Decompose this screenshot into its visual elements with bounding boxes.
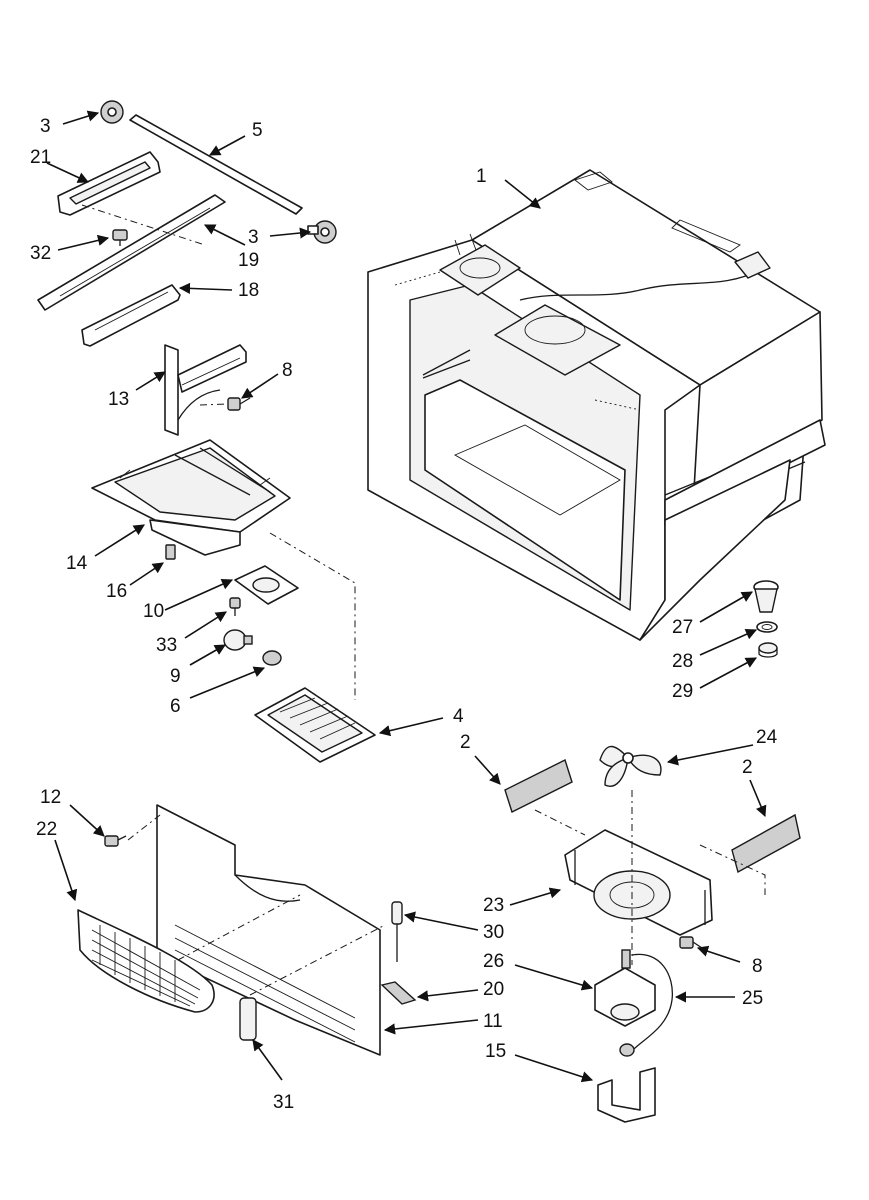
part-5-rod bbox=[129, 114, 303, 215]
callout-16: 16 bbox=[106, 581, 127, 602]
part-15-bracket bbox=[597, 1043, 656, 1123]
part-24-fan-blade bbox=[599, 745, 662, 787]
callout-27: 27 bbox=[672, 617, 693, 638]
callout-2-right: 2 bbox=[742, 757, 753, 778]
callout-12: 12 bbox=[40, 787, 61, 808]
part-29-cap bbox=[758, 642, 778, 658]
callout-28: 28 bbox=[672, 651, 693, 672]
assembly-line-panel-to-grille bbox=[177, 894, 301, 961]
callout-15: 15 bbox=[485, 1041, 506, 1062]
callout-6: 6 bbox=[170, 696, 181, 717]
assembly-line-pad-left bbox=[534, 809, 586, 836]
callout-numbers: 1 3 5 21 3 32 19 18 8 13 14 16 10 33 9 6… bbox=[30, 116, 778, 1113]
part-4-light-cover bbox=[254, 687, 376, 763]
callout-4: 4 bbox=[453, 706, 464, 727]
assembly-line-bracket-to-rail bbox=[81, 204, 206, 246]
part-20-foam-strip bbox=[380, 981, 417, 1005]
callout-8-lower: 8 bbox=[752, 956, 763, 977]
part-13-bracket bbox=[164, 344, 247, 436]
part-22-grille bbox=[77, 909, 215, 1013]
callout-8-upper: 8 bbox=[282, 360, 293, 381]
leader-arrows bbox=[46, 110, 767, 1083]
callout-13: 13 bbox=[108, 389, 129, 410]
callout-24: 24 bbox=[756, 727, 778, 748]
callout-18: 18 bbox=[238, 280, 259, 301]
callout-11: 11 bbox=[483, 1011, 503, 1032]
part-21-bracket bbox=[57, 151, 161, 216]
callout-14: 14 bbox=[66, 553, 88, 574]
part-23-fan-housing bbox=[564, 829, 713, 936]
part-12-screw bbox=[104, 835, 127, 847]
callout-22: 22 bbox=[36, 819, 57, 840]
callout-20: 20 bbox=[483, 979, 504, 1000]
callout-3-right: 3 bbox=[248, 227, 259, 248]
assembly-line-rail-to-screw bbox=[199, 403, 229, 406]
callout-23: 23 bbox=[483, 895, 504, 916]
callout-26: 26 bbox=[483, 951, 504, 972]
callout-33: 33 bbox=[156, 635, 177, 656]
part-33-screw bbox=[229, 597, 241, 616]
part-26-fan-motor bbox=[594, 949, 656, 1027]
part-19-slide-rail bbox=[37, 194, 226, 311]
callout-31: 31 bbox=[273, 1092, 294, 1113]
callout-5: 5 bbox=[252, 120, 263, 141]
callout-10: 10 bbox=[143, 601, 164, 622]
part-9-bulb bbox=[223, 629, 253, 651]
part-31-thermistor bbox=[239, 997, 257, 1041]
part-28-ring bbox=[756, 621, 778, 633]
callout-25: 25 bbox=[742, 988, 763, 1009]
callout-9: 9 bbox=[170, 666, 181, 687]
callout-1: 1 bbox=[476, 166, 487, 187]
part-3-gear-top bbox=[100, 100, 124, 124]
assembly-line-pad-right bbox=[699, 844, 766, 895]
callout-29: 29 bbox=[672, 681, 693, 702]
callout-2-left: 2 bbox=[460, 732, 471, 753]
part-32-screw bbox=[112, 229, 128, 246]
assembly-line-tray-to-cover bbox=[269, 532, 356, 700]
part-14-tray bbox=[91, 439, 291, 556]
callout-3-top: 3 bbox=[40, 116, 51, 137]
part-25-wire bbox=[627, 953, 674, 1056]
part-2-foam-pad-left bbox=[504, 759, 573, 813]
part-16-clip bbox=[165, 544, 176, 560]
callout-21: 21 bbox=[30, 147, 51, 168]
part-10-light-housing bbox=[234, 565, 299, 605]
part-6-socket bbox=[262, 650, 282, 666]
callout-32: 32 bbox=[30, 243, 51, 264]
assembly-line-grille-to-panel bbox=[127, 814, 161, 841]
part-11-cover-panel bbox=[156, 804, 381, 1056]
callout-19: 19 bbox=[238, 250, 259, 271]
part-30-sensor bbox=[391, 901, 403, 962]
part-8-screw-upper bbox=[227, 397, 251, 411]
part-3-gear-right bbox=[307, 220, 337, 244]
part-8-screw-lower bbox=[679, 936, 703, 949]
part-27-leveler bbox=[753, 580, 779, 613]
part-1-freezer-housing bbox=[367, 169, 826, 641]
part-18-rail bbox=[81, 284, 181, 347]
part-2-foam-pad-right bbox=[731, 813, 801, 874]
callout-30: 30 bbox=[483, 922, 504, 943]
